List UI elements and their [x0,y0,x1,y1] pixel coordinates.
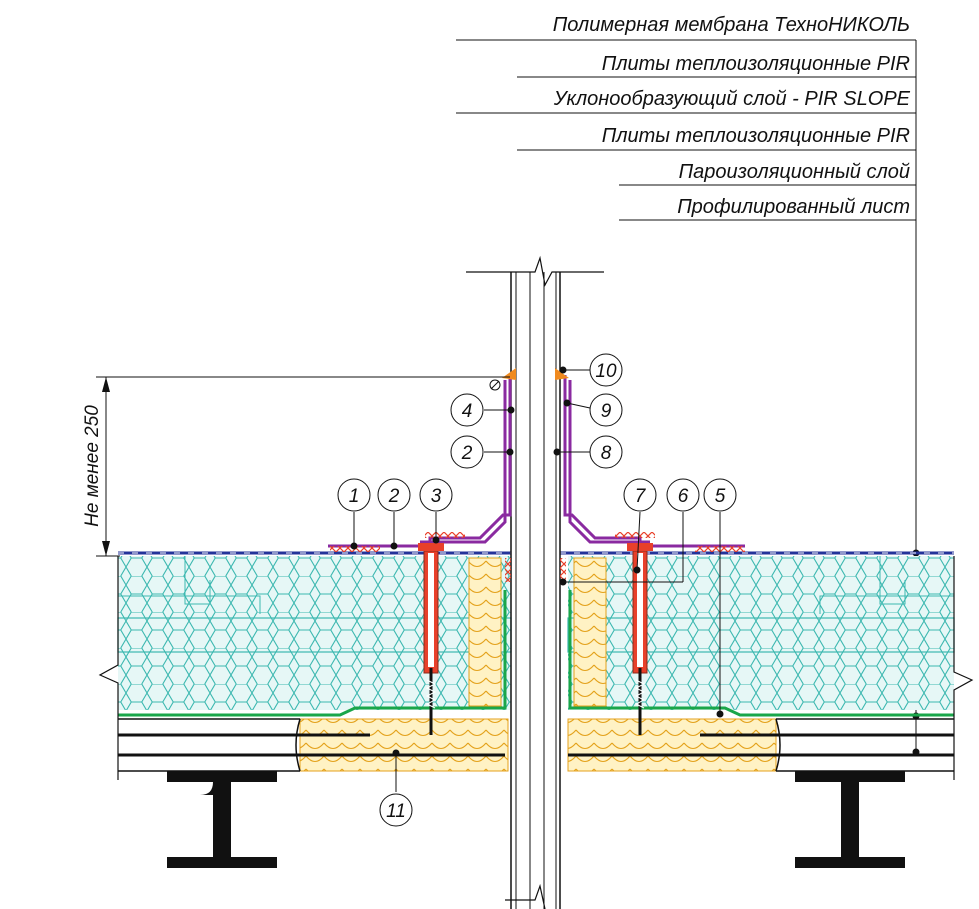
mineral-wool-strip-left [468,557,502,707]
vapor-barrier [118,590,954,717]
layer-label-vapor: Пароизоляционный слой [679,161,910,183]
sealant-strip [425,532,465,538]
dimension-height: Не менее 250 [82,376,510,557]
membrane-flashing [328,375,745,548]
layer-label-pir-bottom: Плиты теплоизоляционные PIR [602,125,910,147]
svg-text:8: 8 [601,443,612,464]
wall-break-icon [466,255,604,287]
callout-5: 5 [703,478,737,512]
callout-9: 9 [589,393,623,427]
callout-2-flashing: 2 [450,435,484,469]
svg-text:1: 1 [349,486,360,507]
layer-label-deck: Профилированный лист [677,196,910,218]
svg-text:5: 5 [715,486,726,507]
deck-right [567,718,954,772]
insulation-left [117,556,512,710]
edge-flashing [502,368,516,380]
sealant-strip [615,532,655,538]
callout-7: 7 [623,478,657,512]
svg-text:7: 7 [635,486,647,507]
layer-label-pir-top: Плиты теплоизоляционные PIR [602,53,910,75]
svg-text:6: 6 [678,486,689,507]
callouts [353,369,721,792]
insulation-right [567,556,955,710]
svg-text:11: 11 [386,801,406,822]
mineral-wool-strip-right [573,557,607,707]
edge-flashing [555,368,569,380]
i-beam-icon [167,771,277,868]
callout-1: 1 [337,478,371,512]
wall-break-icon [505,883,546,909]
svg-text:4: 4 [462,401,473,422]
layer-label-membrane: Полимерная мембрана ТехноНИКОЛЬ [553,14,910,36]
svg-text:2: 2 [388,486,400,507]
svg-text:3: 3 [431,486,442,507]
i-beam-icon [795,771,905,868]
callout-8: 8 [589,435,623,469]
callout-6: 6 [666,478,700,512]
callout-dots [350,366,724,757]
wall-break-icon [953,556,974,780]
svg-text:9: 9 [601,401,612,422]
dimension-label: Не менее 250 [82,405,103,527]
deck-left [118,718,509,772]
callout-10: 10 [589,353,623,387]
layer-label-slope: Уклонообразующий слой - PIR SLOPE [553,88,911,110]
sealant-strip [560,558,566,582]
callout-4: 4 [450,393,484,427]
svg-text:2: 2 [461,443,473,464]
svg-text:10: 10 [595,361,617,382]
callout-2: 2 [377,478,411,512]
callout-11: 11 [379,793,413,827]
fastener-left [418,543,444,735]
sealant-strip [505,558,511,582]
callout-3: 3 [419,478,453,512]
layer-legend: Полимерная мембрана ТехноНИКОЛЬ Плиты те… [456,14,920,756]
wall-break-icon [98,556,119,780]
